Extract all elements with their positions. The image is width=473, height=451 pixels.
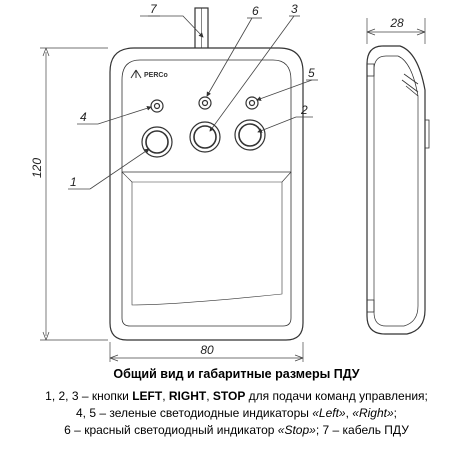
height-dimension-label: 120 — [30, 158, 44, 178]
caption-text: ; 7 – кабель ПДУ — [315, 423, 409, 437]
side-body — [366, 45, 426, 335]
lower-recess — [121, 172, 292, 327]
device-drawing: PERCo — [30, 2, 430, 362]
caption: Общий вид и габаритные размеры ПДУ 1, 2,… — [0, 367, 473, 439]
caption-text: , — [162, 389, 169, 403]
button-stop-3 — [189, 121, 221, 153]
button-name-stop: STOP — [212, 389, 246, 403]
dimension-width — [109, 342, 304, 362]
width-dimension-label: 80 — [200, 343, 214, 357]
callout-6: 6 — [252, 4, 259, 18]
callout-4: 4 — [80, 110, 87, 124]
callout-2: 2 — [300, 103, 308, 117]
caption-text: , — [206, 389, 213, 403]
led-name-right: «Right» — [352, 406, 394, 420]
caption-text: ; — [393, 406, 397, 420]
caption-text: , — [345, 406, 353, 420]
caption-title: Общий вид и габаритные размеры ПДУ — [113, 367, 360, 381]
device-body — [109, 47, 304, 341]
caption-text: 1, 2, 3 – кнопки — [45, 389, 133, 403]
leader-lines — [68, 15, 318, 190]
front-view: PERCo — [109, 7, 304, 341]
button-name-left: LEFT — [132, 389, 163, 403]
callout-7: 7 — [150, 2, 158, 16]
top-panel — [121, 59, 292, 173]
led-name-left: «Left» — [312, 406, 346, 420]
caption-line-leds: 4, 5 – зеленые светодиодные индикаторы «… — [0, 405, 473, 422]
caption-line-stop-cable: 6 – красный светодиодный индикатор «Stop… — [0, 422, 473, 439]
side-view — [366, 45, 430, 335]
led-right-5 — [245, 96, 259, 110]
perco-logo-icon: PERCo — [130, 69, 168, 79]
led-stop-6 — [198, 96, 212, 110]
button-left-1 — [141, 126, 173, 158]
dimension-depth — [366, 18, 426, 44]
button-name-right: RIGHT — [168, 389, 207, 403]
callout-5: 5 — [308, 66, 315, 80]
dimension-height — [40, 47, 108, 341]
caption-line-buttons: 1, 2, 3 – кнопки LEFT, RIGHT, STOP для п… — [0, 388, 473, 405]
callout-3: 3 — [291, 2, 298, 16]
caption-text: для подачи команд управления; — [245, 389, 428, 403]
caption-text: 6 – красный светодиодный индикатор — [64, 423, 278, 437]
logo-text: PERCo — [144, 72, 168, 79]
depth-dimension-label: 28 — [389, 16, 404, 30]
callout-1: 1 — [70, 175, 77, 189]
caption-text: 4, 5 – зеленые светодиодные индикаторы — [76, 406, 313, 420]
led-name-stop: «Stop» — [277, 423, 316, 437]
button-right-2 — [234, 119, 266, 151]
